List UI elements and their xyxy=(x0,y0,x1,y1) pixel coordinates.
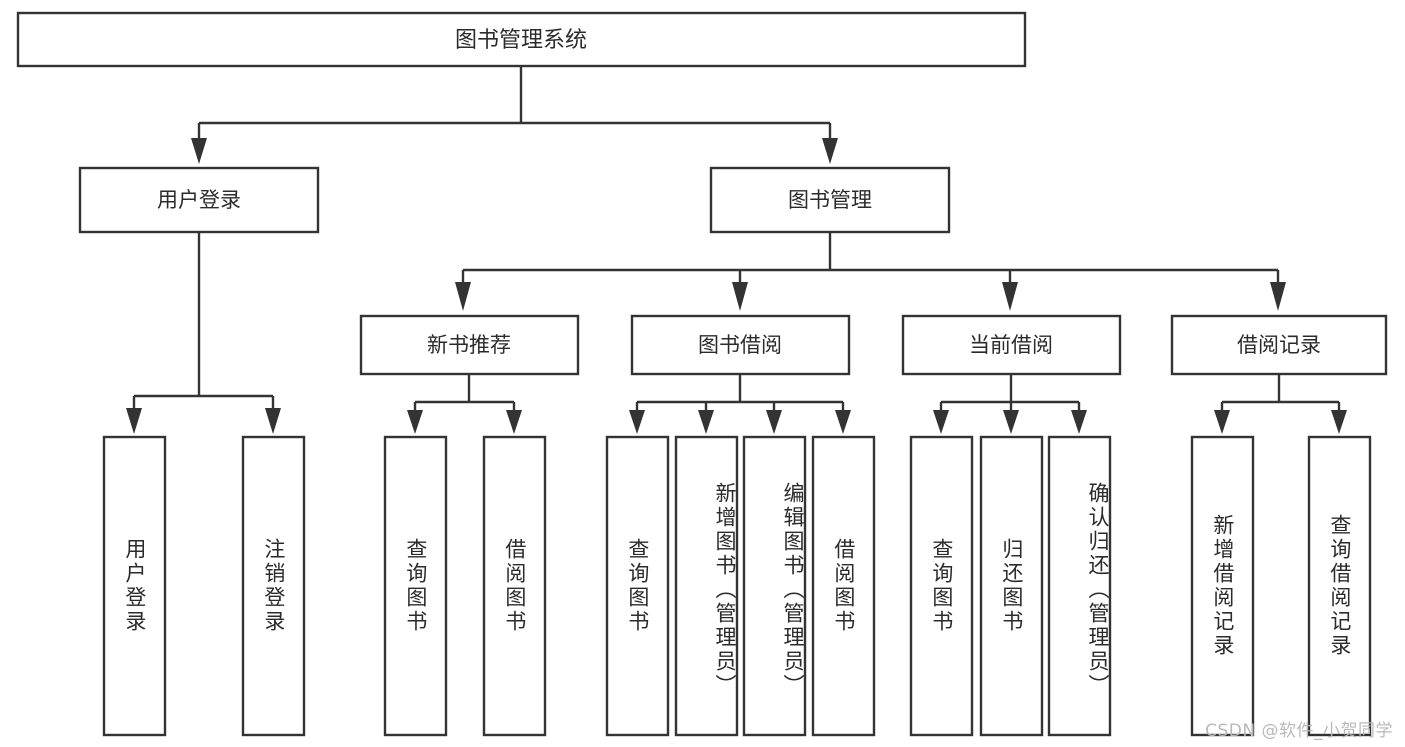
node-user-login[interactable]: 用户登录 xyxy=(78,166,320,234)
arrowhead-user-login xyxy=(191,138,207,164)
node-book-borrow[interactable]: 图书借阅 xyxy=(630,314,851,376)
arrowhead-borrow-record xyxy=(1270,282,1286,311)
arrowhead-new-book-recommend xyxy=(455,282,471,311)
leaf-box-query-book-1[interactable] xyxy=(383,435,448,737)
leaf-box-query-book-2[interactable] xyxy=(605,435,670,737)
arrowhead-book-manage xyxy=(822,138,838,164)
leaf-box-query-record[interactable] xyxy=(1307,435,1372,737)
leaf-box-edit-book[interactable] xyxy=(742,435,807,737)
leaf-box-user-login[interactable] xyxy=(102,435,167,737)
node-borrow-record[interactable]: 借阅记录 xyxy=(1170,314,1388,376)
node-root-label: 图书管理系统 xyxy=(455,28,587,53)
node-root-box[interactable] xyxy=(16,11,1027,68)
node-book-borrow-label: 图书借阅 xyxy=(698,333,782,357)
arrowhead-book-borrow xyxy=(732,282,748,311)
leaf-box-add-record[interactable] xyxy=(1190,435,1255,737)
arrowhead-current-borrow xyxy=(1002,282,1018,311)
node-book-manage-box[interactable] xyxy=(709,166,951,234)
arrowhead-leaf-borrow-book-2 xyxy=(835,410,851,434)
node-new-book-recommend-box[interactable] xyxy=(359,314,580,376)
node-current-borrow-label: 当前借阅 xyxy=(969,333,1053,357)
node-root[interactable]: 图书管理系统 xyxy=(16,11,1027,68)
leaf-box-borrow-book-1[interactable] xyxy=(482,435,547,737)
leaf-box-confirm-return[interactable] xyxy=(1047,435,1112,737)
leaf-box-borrow-book-2[interactable] xyxy=(811,435,876,737)
leaf-box-query-book-3[interactable] xyxy=(909,435,974,737)
arrowhead-leaf-confirm-return xyxy=(1071,410,1087,434)
node-book-manage-label: 图书管理 xyxy=(788,188,872,212)
node-current-borrow[interactable]: 当前借阅 xyxy=(901,314,1122,376)
arrowhead-leaf-query-book-1 xyxy=(407,410,423,434)
leaf-box-add-book[interactable] xyxy=(674,435,739,737)
leaf-box-return-book[interactable] xyxy=(979,435,1044,737)
arrowhead-leaf-add-record xyxy=(1214,410,1230,434)
node-borrow-record-label: 借阅记录 xyxy=(1237,333,1321,357)
arrowhead-leaf-user-login xyxy=(126,408,142,434)
arrowhead-leaf-borrow-book-1 xyxy=(506,410,522,434)
arrowhead-leaf-return-book xyxy=(1003,410,1019,434)
node-borrow-record-box[interactable] xyxy=(1170,314,1388,376)
leaf-box-logout[interactable] xyxy=(241,435,306,737)
node-new-book-recommend[interactable]: 新书推荐 xyxy=(359,314,580,376)
node-book-manage[interactable]: 图书管理 xyxy=(709,166,951,234)
node-current-borrow-box[interactable] xyxy=(901,314,1122,376)
arrowhead-leaf-logout xyxy=(265,408,281,434)
arrowhead-leaf-edit-book xyxy=(766,410,782,434)
arrowhead-leaf-add-book xyxy=(698,410,714,434)
arrowhead-leaf-query-book-2 xyxy=(629,410,645,434)
arrowhead-leaf-query-book-3 xyxy=(933,410,949,434)
csdn-watermark: CSDN @软件_小贺同学 xyxy=(1205,721,1393,741)
arrowhead-leaf-query-record xyxy=(1331,410,1347,434)
node-new-book-recommend-label: 新书推荐 xyxy=(427,333,511,357)
node-book-borrow-box[interactable] xyxy=(630,314,851,376)
node-user-login-label: 用户登录 xyxy=(157,188,241,212)
